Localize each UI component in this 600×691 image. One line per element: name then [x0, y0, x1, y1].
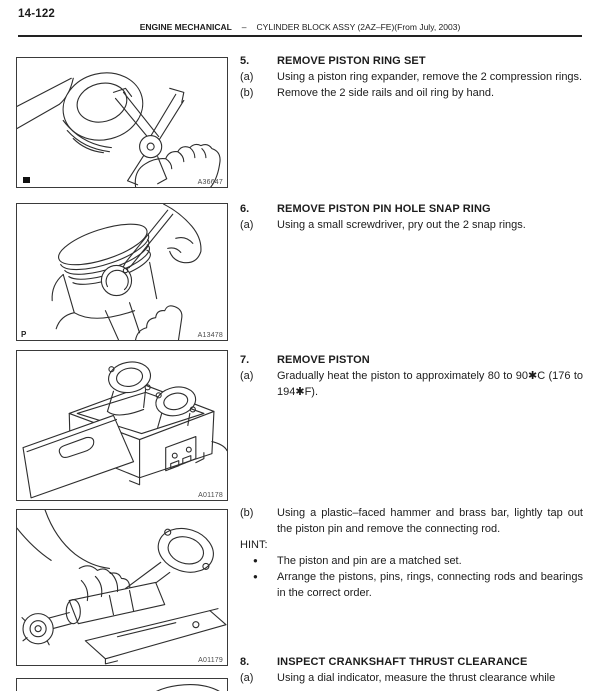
step-title: REMOVE PISTON PIN HOLE SNAP RING: [277, 203, 491, 215]
figure-code: A13478: [197, 332, 223, 339]
substep-label: (b): [240, 507, 254, 519]
hint-label: HINT:: [240, 539, 268, 551]
figure-piston-heating-box: A01178: [16, 350, 228, 501]
substep-text: Using a plastic–faced hammer and brass b…: [277, 507, 583, 535]
figure-crankshaft-partial: [16, 678, 228, 691]
step-title: INSPECT CRANKSHAFT THRUST CLEARANCE: [277, 656, 528, 668]
substep-label: (a): [240, 219, 254, 231]
piston-heating-box-illustration: [22, 361, 227, 499]
substep-text: Gradually heat the piston to approximate…: [277, 370, 583, 398]
hint-text: The piston and pin are a matched set.: [277, 555, 462, 567]
step-number: 5.: [240, 55, 250, 67]
figure-code: A01178: [198, 492, 223, 499]
print-marker-icon: [23, 177, 30, 183]
figure-marker: P: [21, 330, 27, 339]
snap-ring-removal-illustration: [51, 204, 202, 340]
substep-label: (a): [240, 370, 254, 382]
piston-pin-press-illustration: [17, 510, 227, 665]
piston-ring-expander-illustration: [17, 72, 221, 187]
page-number: 14-122: [18, 8, 56, 20]
step-8: 8. INSPECT CRANKSHAFT THRUST CLEARANCE (…: [240, 654, 583, 686]
step-6: 6. REMOVE PISTON PIN HOLE SNAP RING (a) …: [240, 201, 583, 233]
step-title: REMOVE PISTON: [277, 354, 370, 366]
running-header: ENGINE MECHANICAL–CYLINDER BLOCK ASSY (2…: [0, 22, 600, 32]
crankshaft-partial-illustration: [156, 684, 220, 691]
figure-code: A01179: [198, 657, 223, 664]
substep-label: (a): [240, 672, 254, 684]
header-separator: –: [241, 22, 247, 32]
header-subtitle: CYLINDER BLOCK ASSY (2AZ–FE)(From July, …: [256, 22, 461, 32]
step-number: 7.: [240, 354, 250, 366]
header-rule: [18, 35, 582, 37]
step-number: 8.: [240, 656, 250, 668]
substep-text: Remove the 2 side rails and oil ring by …: [277, 87, 495, 99]
figure-code: A36647: [197, 179, 223, 186]
step-5: 5. REMOVE PISTON RING SET (a) Using a pi…: [240, 53, 583, 101]
step-title: REMOVE PISTON RING SET: [277, 55, 426, 67]
step-number: 6.: [240, 203, 250, 215]
bullet-icon: ●: [253, 556, 258, 565]
substep-label: (b): [240, 87, 254, 99]
step-7-continued: (b) Using a plastic–faced hammer and bra…: [240, 505, 583, 601]
step-7: 7. REMOVE PISTON (a) Gradually heat the …: [240, 352, 583, 400]
substep-text: Using a piston ring expander, remove the…: [277, 71, 583, 83]
hint-text: Arrange the pistons, pins, rings, connec…: [277, 571, 583, 599]
bullet-icon: ●: [253, 572, 258, 581]
substep-text: Using a small screwdriver, pry out the 2…: [277, 219, 526, 231]
figure-piston-ring-expander: A36647: [16, 57, 228, 188]
header-section: ENGINE MECHANICAL: [139, 22, 232, 32]
figure-snap-ring-removal: P A13478: [16, 203, 228, 341]
substep-label: (a): [240, 71, 254, 83]
substep-text: Using a dial indicator, measure the thru…: [277, 672, 556, 684]
figure-piston-pin-press: A01179: [16, 509, 228, 666]
